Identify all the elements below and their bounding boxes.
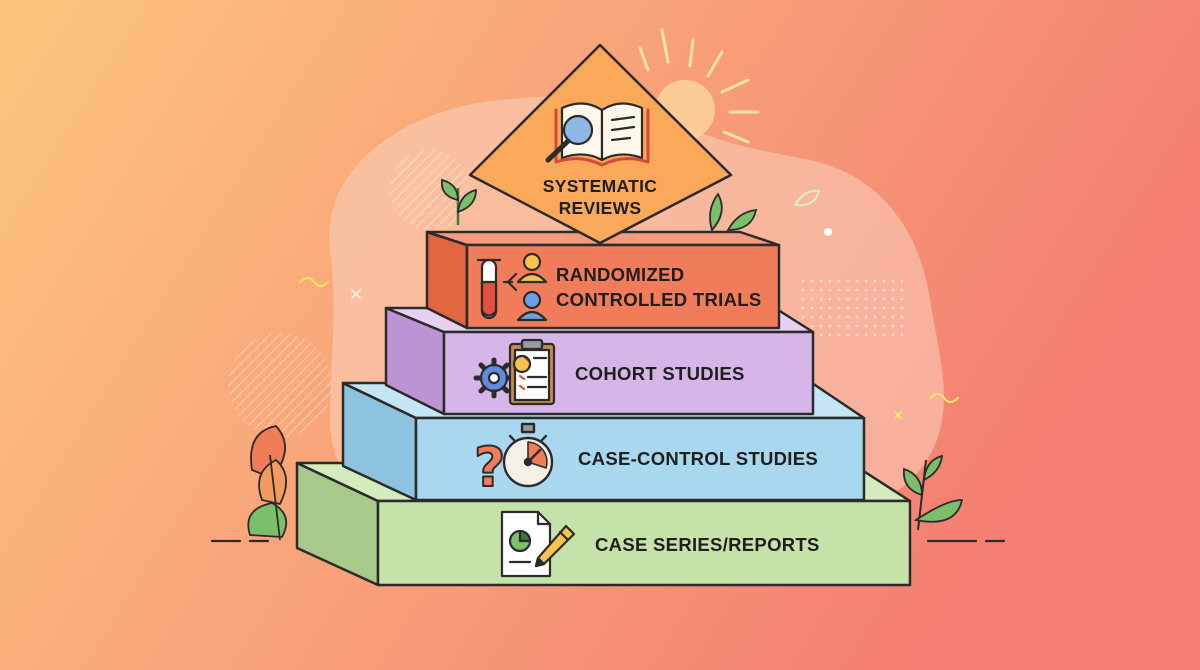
small-leaf-right (793, 189, 821, 207)
document-pencil-icon (500, 510, 576, 578)
gear-clipboard-icon (473, 338, 556, 406)
leaf-left-bottom (247, 425, 288, 541)
level-1-label-line2: REVIEWS (558, 197, 642, 218)
level-3-label: COHORT STUDIES (575, 363, 745, 384)
level-1-label-line1: SYSTEMATIC (542, 176, 658, 196)
level-2-label-line1: RANDOMIZED (556, 264, 685, 285)
book-magnifier-icon (545, 102, 650, 167)
gear-icon (473, 357, 515, 399)
stopwatch-icon (502, 422, 554, 488)
hatch-circle-left (228, 333, 332, 437)
test-tube-people-icon (476, 252, 548, 322)
hatch-circle-top (390, 150, 470, 230)
level-4-label: CASE-CONTROL STUDIES (578, 448, 819, 469)
clipboard-icon (508, 338, 556, 406)
plant-right-top (709, 192, 758, 232)
level-1-label: SYSTEMATIC REVIEWS (520, 176, 680, 220)
question-mark-icon: ? (474, 436, 505, 499)
pencil-icon (534, 524, 576, 568)
sun-icon (638, 28, 760, 144)
level-2-label: RANDOMIZED CONTROLLED TRIALS (556, 263, 762, 313)
dot-pattern-right (800, 280, 910, 340)
sparkle-decorations (298, 276, 960, 420)
level-5-label: CASE SERIES/REPORTS (595, 534, 820, 555)
plant-right-bottom (902, 454, 964, 531)
question-stopwatch-icon: ? (473, 422, 554, 500)
level-2-label-line2: CONTROLLED TRIALS (556, 288, 762, 310)
plant-left-top (440, 178, 477, 225)
dot-decoration (824, 228, 832, 236)
